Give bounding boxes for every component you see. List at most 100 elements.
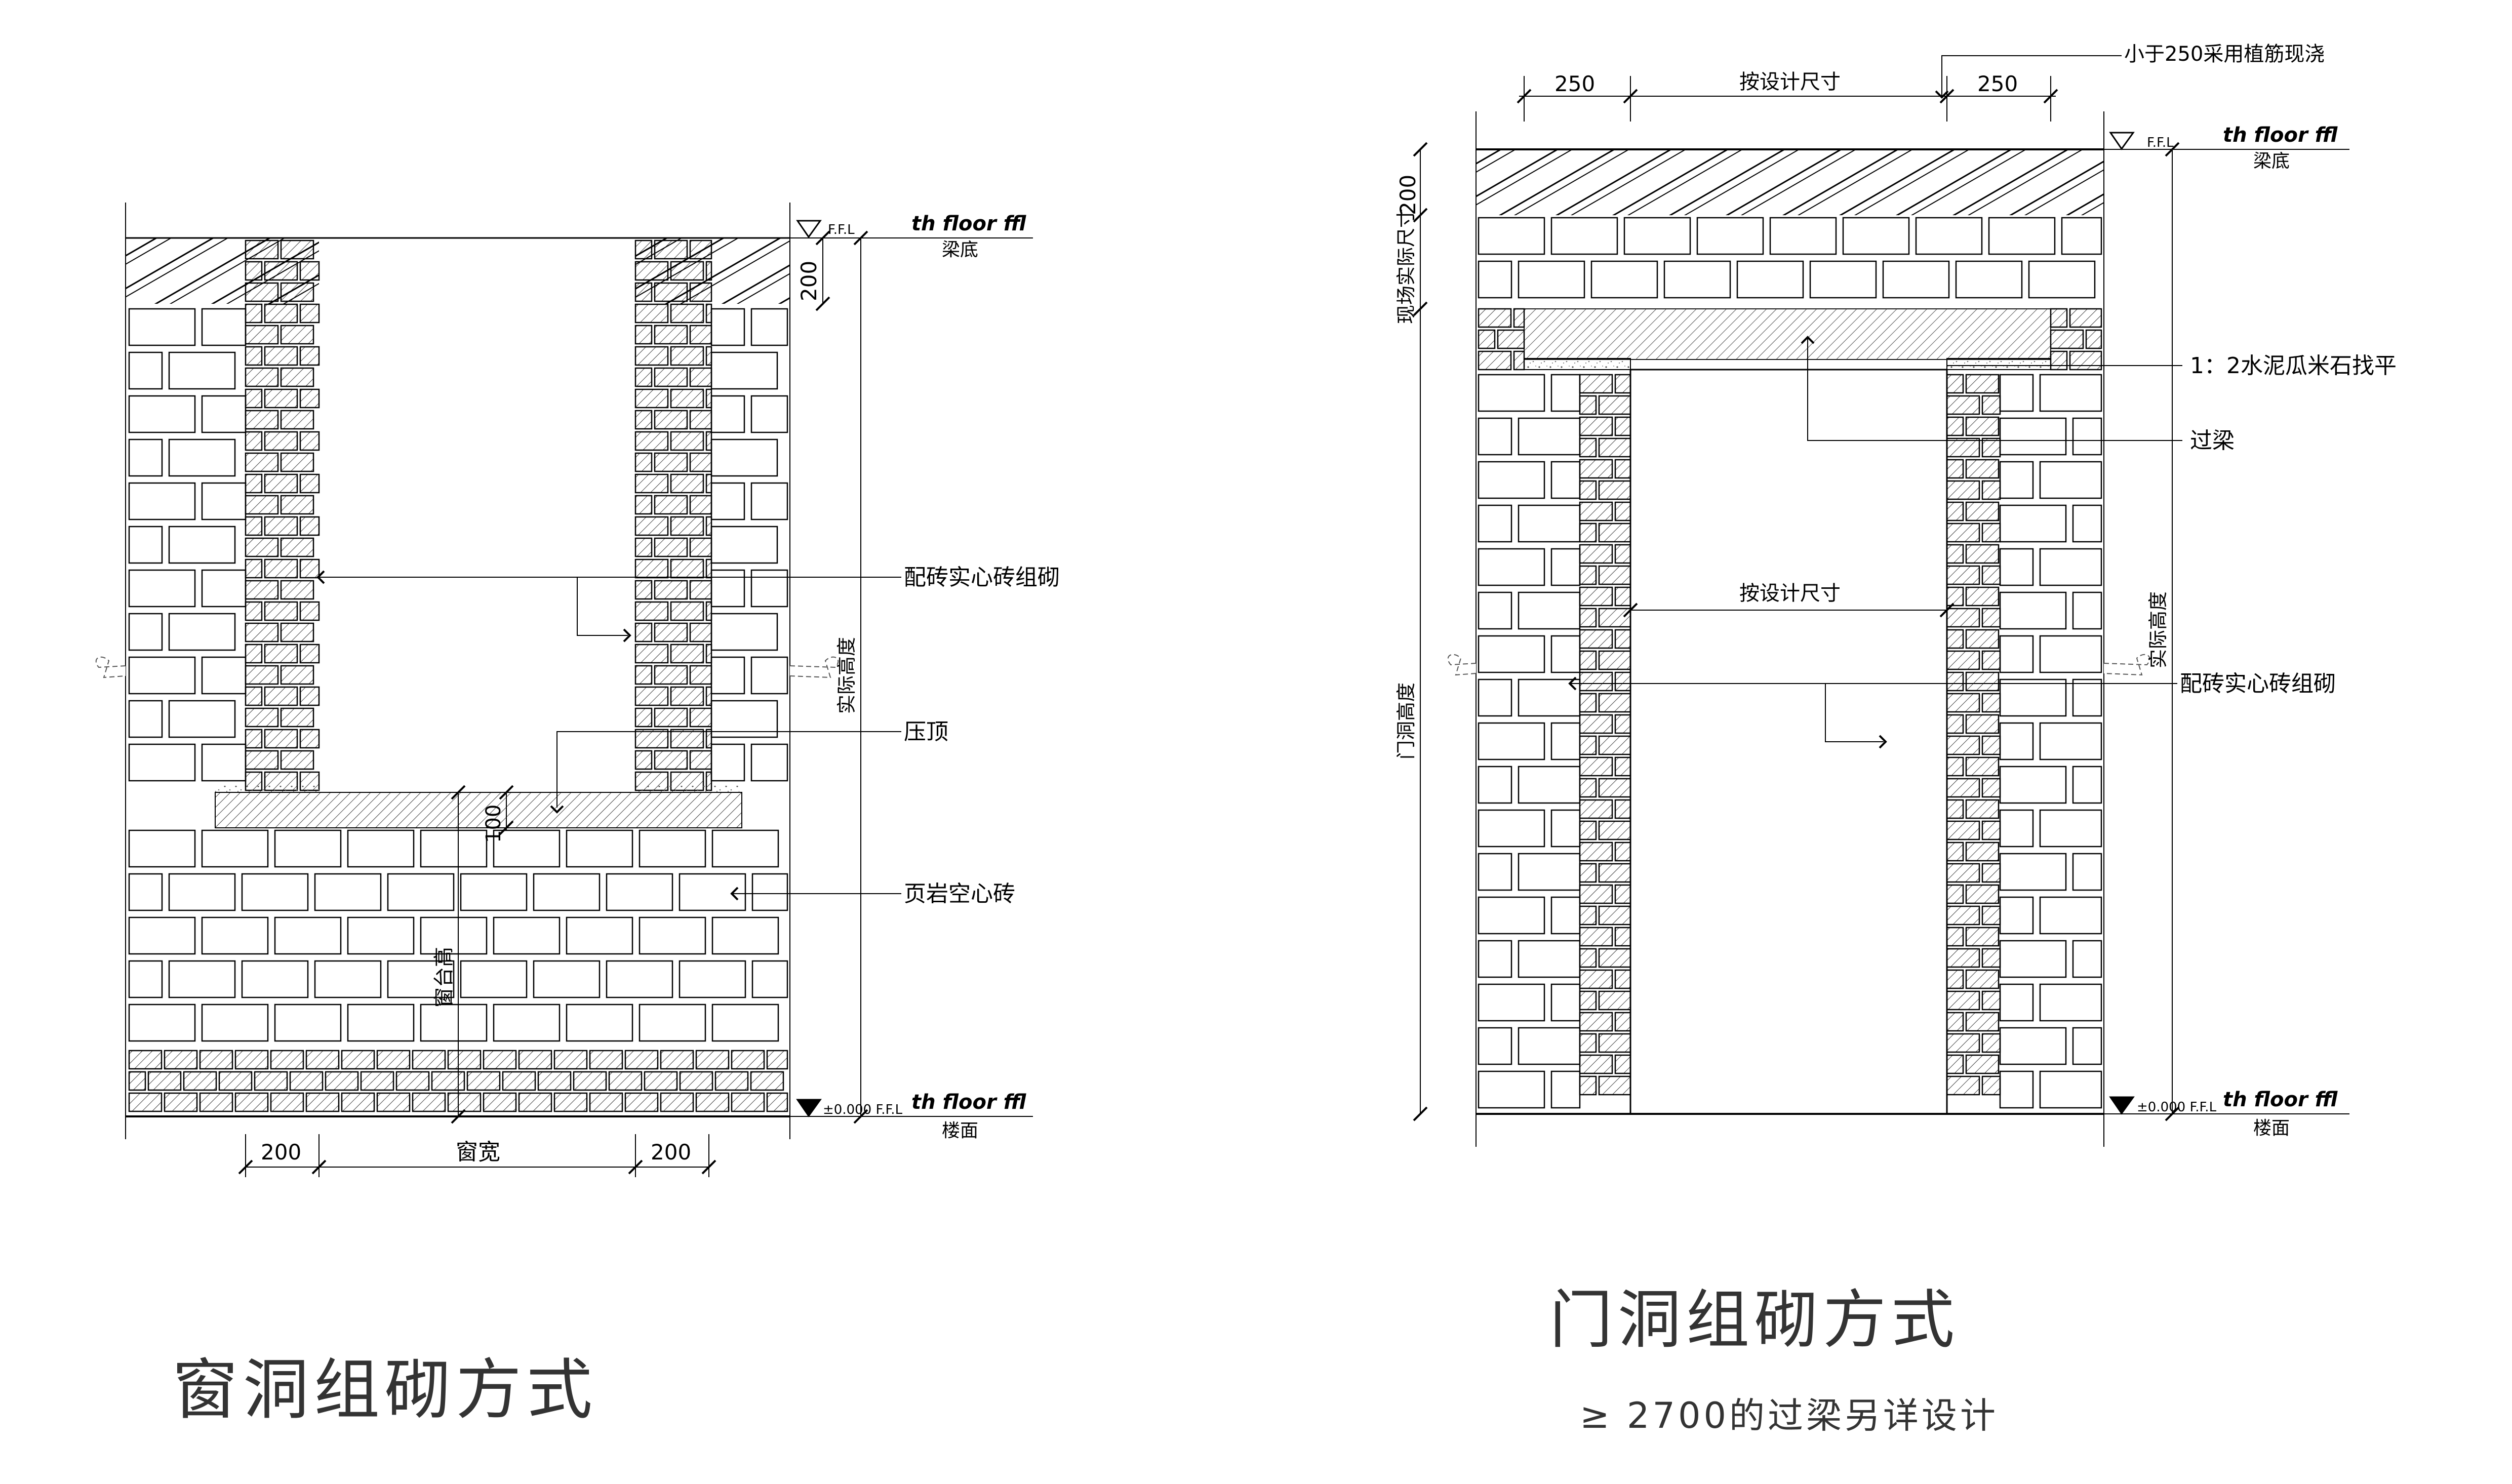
hollow-block <box>460 960 528 998</box>
hollow-block <box>241 873 309 911</box>
door-top-sub: 梁底 <box>2253 151 2290 172</box>
hollow-block <box>750 308 788 346</box>
hollow-block <box>2072 853 2102 891</box>
solid-brick <box>1478 350 1512 371</box>
hollow-block <box>1478 217 1545 255</box>
hollow-block <box>750 743 788 782</box>
solid-brick <box>634 580 653 600</box>
solid-brick <box>634 431 669 451</box>
solid-brick <box>1946 841 1964 862</box>
hollow-block <box>750 482 788 520</box>
solid-brick <box>689 622 712 643</box>
solid-brick <box>670 346 704 366</box>
solid-brick <box>1579 841 1613 862</box>
hollow-block <box>493 1004 561 1042</box>
window-bottom-ffl: th floor ffl <box>911 1091 1027 1114</box>
solid-brick <box>766 1092 788 1112</box>
window-leader-arrow-2 <box>623 628 631 643</box>
solid-brick <box>299 686 320 706</box>
solid-brick <box>1614 459 1631 479</box>
solid-brick <box>128 1092 163 1112</box>
solid-brick <box>1579 480 1597 500</box>
solid-brick <box>634 473 669 494</box>
solid-brick <box>537 1071 572 1091</box>
hollow-block <box>2039 1070 2102 1109</box>
hollow-block <box>566 829 633 868</box>
solid-brick <box>705 303 712 324</box>
hollow-block <box>1999 504 2067 543</box>
door-break-left <box>1447 654 1477 676</box>
solid-brick <box>1579 374 1613 394</box>
hollow-block <box>1999 1070 2034 1109</box>
solid-brick <box>1946 1033 1980 1053</box>
hollow-block <box>128 395 196 433</box>
solid-brick <box>1579 608 1597 628</box>
solid-brick <box>299 516 320 536</box>
solid-brick <box>245 410 279 430</box>
solid-brick <box>608 1071 643 1091</box>
solid-brick <box>2069 308 2102 328</box>
hollow-block <box>1478 374 1545 412</box>
hollow-block <box>201 829 269 868</box>
solid-brick <box>1981 565 2001 585</box>
hollow-block <box>1478 940 1512 978</box>
hollow-block <box>1882 260 1950 299</box>
solid-brick <box>634 558 669 579</box>
hollow-block <box>566 916 633 955</box>
hollow-block <box>168 873 236 911</box>
hollow-block <box>711 916 779 955</box>
hollow-block <box>1478 983 1545 1022</box>
solid-brick <box>1614 756 1631 777</box>
window-left-jamb: 200 <box>261 1140 301 1165</box>
hollow-block <box>1518 417 1581 456</box>
solid-brick <box>1981 395 2001 415</box>
solid-brick <box>731 1050 765 1070</box>
hollow-block <box>710 613 778 651</box>
solid-brick <box>589 1050 623 1070</box>
hollow-block <box>751 960 788 998</box>
hollow-block <box>533 873 601 911</box>
solid-brick <box>1965 544 2000 564</box>
solid-brick <box>1965 629 2000 649</box>
solid-brick <box>1579 884 1613 904</box>
hollow-block <box>1696 217 1764 255</box>
solid-brick <box>670 431 704 451</box>
door-bottom-ffl: th floor ffl <box>2223 1088 2338 1111</box>
hollow-block <box>2072 591 2102 630</box>
solid-brick <box>245 558 263 579</box>
solid-brick <box>689 452 712 472</box>
solid-brick <box>1478 308 1512 328</box>
hollow-block <box>606 960 673 998</box>
hollow-block <box>1550 374 1581 412</box>
solid-brick <box>1946 799 1964 819</box>
door-leveling-left <box>1524 358 1631 370</box>
solid-brick <box>705 346 712 366</box>
solid-brick <box>305 1092 340 1112</box>
hollow-block <box>1736 260 1804 299</box>
hollow-block <box>2039 896 2102 935</box>
solid-brick <box>1981 735 2001 755</box>
solid-brick <box>1579 905 1597 926</box>
door-lintel <box>1524 308 2051 360</box>
solid-brick <box>1598 735 1631 755</box>
solid-brick <box>654 495 688 515</box>
solid-brick <box>1965 501 2000 522</box>
hollow-block <box>1550 635 1581 673</box>
hollow-block <box>2039 983 2102 1022</box>
solid-brick <box>1598 480 1631 500</box>
solid-brick <box>280 750 314 770</box>
hollow-block <box>128 743 196 782</box>
door-title: 门洞组砌方式 <box>1549 1284 1960 1357</box>
hollow-block <box>460 873 528 911</box>
solid-brick <box>245 388 263 409</box>
hollow-block <box>1478 548 1545 586</box>
solid-brick <box>1981 693 2001 713</box>
solid-brick <box>634 452 653 472</box>
solid-brick <box>264 644 298 664</box>
hollow-block <box>2039 809 2102 848</box>
solid-brick <box>264 601 298 621</box>
hollow-block <box>679 873 746 911</box>
solid-brick <box>164 1092 198 1112</box>
hollow-block <box>1999 374 2034 412</box>
solid-brick <box>2085 329 2102 349</box>
